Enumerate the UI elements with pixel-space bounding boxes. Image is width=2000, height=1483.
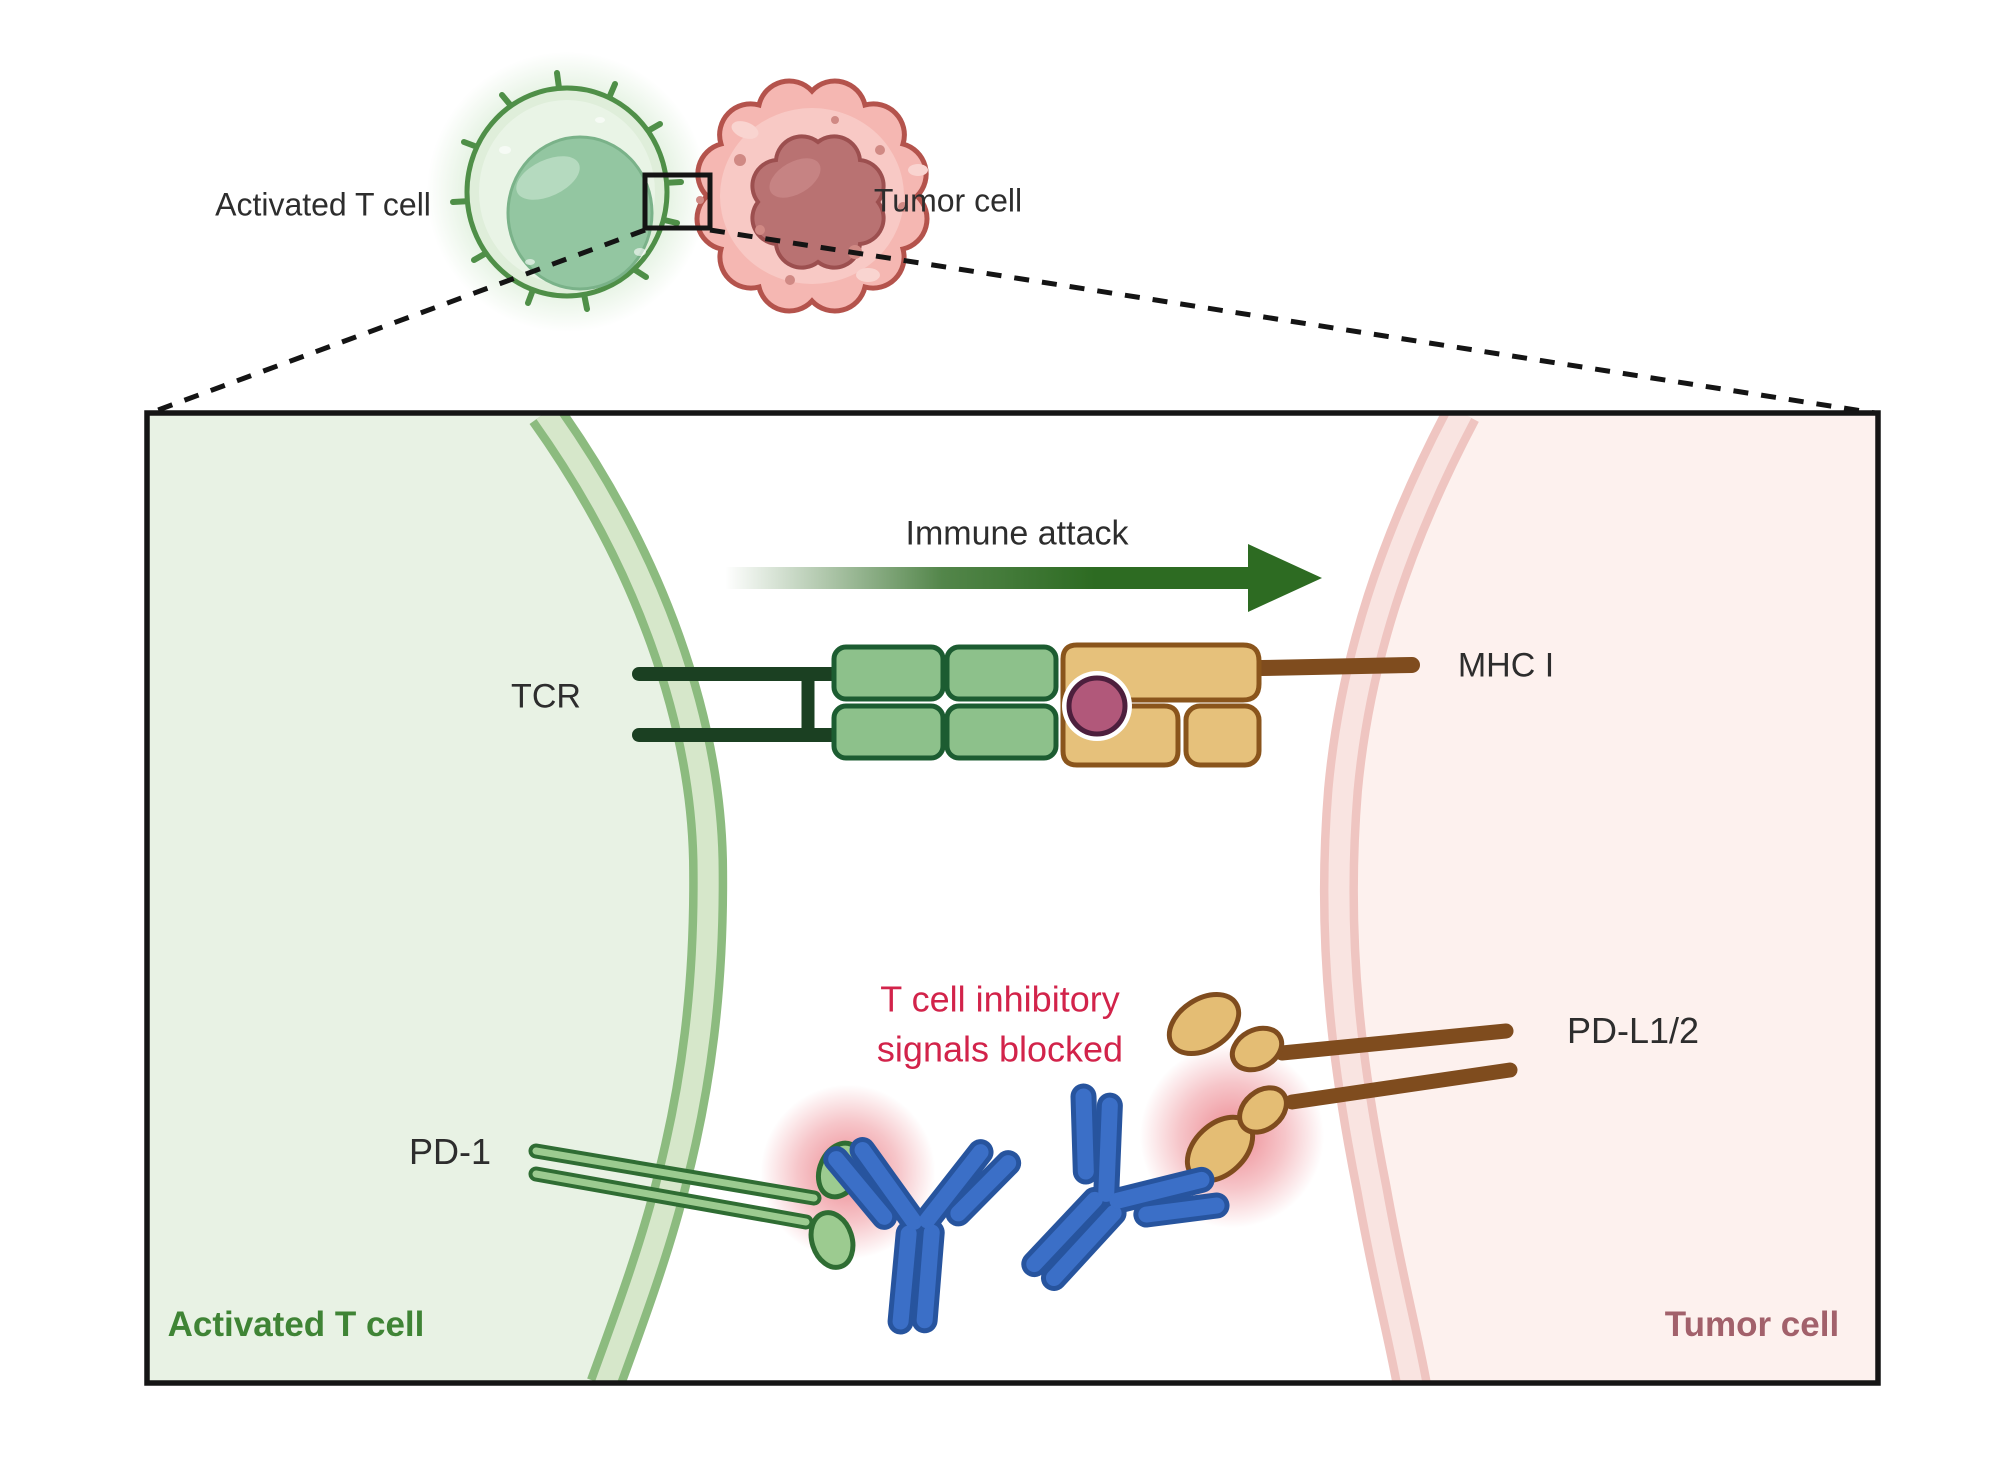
- immune-attack-arrow: [725, 544, 1322, 612]
- blocked-signals-label: T cell inhibitory signals blocked: [877, 974, 1123, 1073]
- inset-panel: [144, 410, 1881, 1386]
- tumor-membrane-region: [1319, 413, 1878, 1383]
- inset-border: [144, 410, 1881, 1386]
- zoom-rectangle: [642, 172, 713, 231]
- zoom-callout-line-left: [149, 227, 646, 416]
- t-cell-spikes: [450, 70, 684, 312]
- overview-t-cell-label: Activated T cell: [215, 186, 431, 223]
- overview-tumor-cell-label: Tumor cell: [873, 182, 1023, 219]
- pdl1-label: PD-L1/2: [1566, 1010, 1700, 1051]
- blocked-signals-line1: T cell inhibitory: [880, 978, 1120, 1020]
- pdl1-stem-upper: [1274, 1023, 1514, 1061]
- overview-illustration: [149, 27, 1876, 416]
- mhc-complex: [1060, 642, 1420, 768]
- t-cell-illustration: [450, 70, 684, 312]
- mhc-label: MHC I: [1457, 646, 1555, 685]
- tumor-cell-granules: [696, 116, 908, 285]
- immune-attack-label: Immune attack: [905, 514, 1129, 553]
- tcr-complex: [632, 644, 1059, 761]
- inset-t-cell-label: Activated T cell: [167, 1305, 425, 1344]
- mhc-anchor: [1254, 657, 1420, 676]
- pd1-receptor: [528, 1140, 865, 1270]
- t-cell-membrane-region: [147, 413, 728, 1383]
- blocked-signals-line2: signals blocked: [876, 1028, 1124, 1069]
- pdl1-stem-lower: [1284, 1062, 1518, 1110]
- pd1-label: PD-1: [408, 1131, 492, 1172]
- pdl1-ligands: [1166, 992, 1518, 1184]
- zoom-callout-line-right: [709, 227, 1876, 416]
- t-cell-nucleus: [506, 135, 654, 291]
- tcr-label: TCR: [511, 677, 581, 716]
- antigen-peptide: [1066, 675, 1128, 737]
- inset-tumor-cell-label: Tumor cell: [1664, 1305, 1840, 1344]
- arrow-head: [1248, 544, 1322, 612]
